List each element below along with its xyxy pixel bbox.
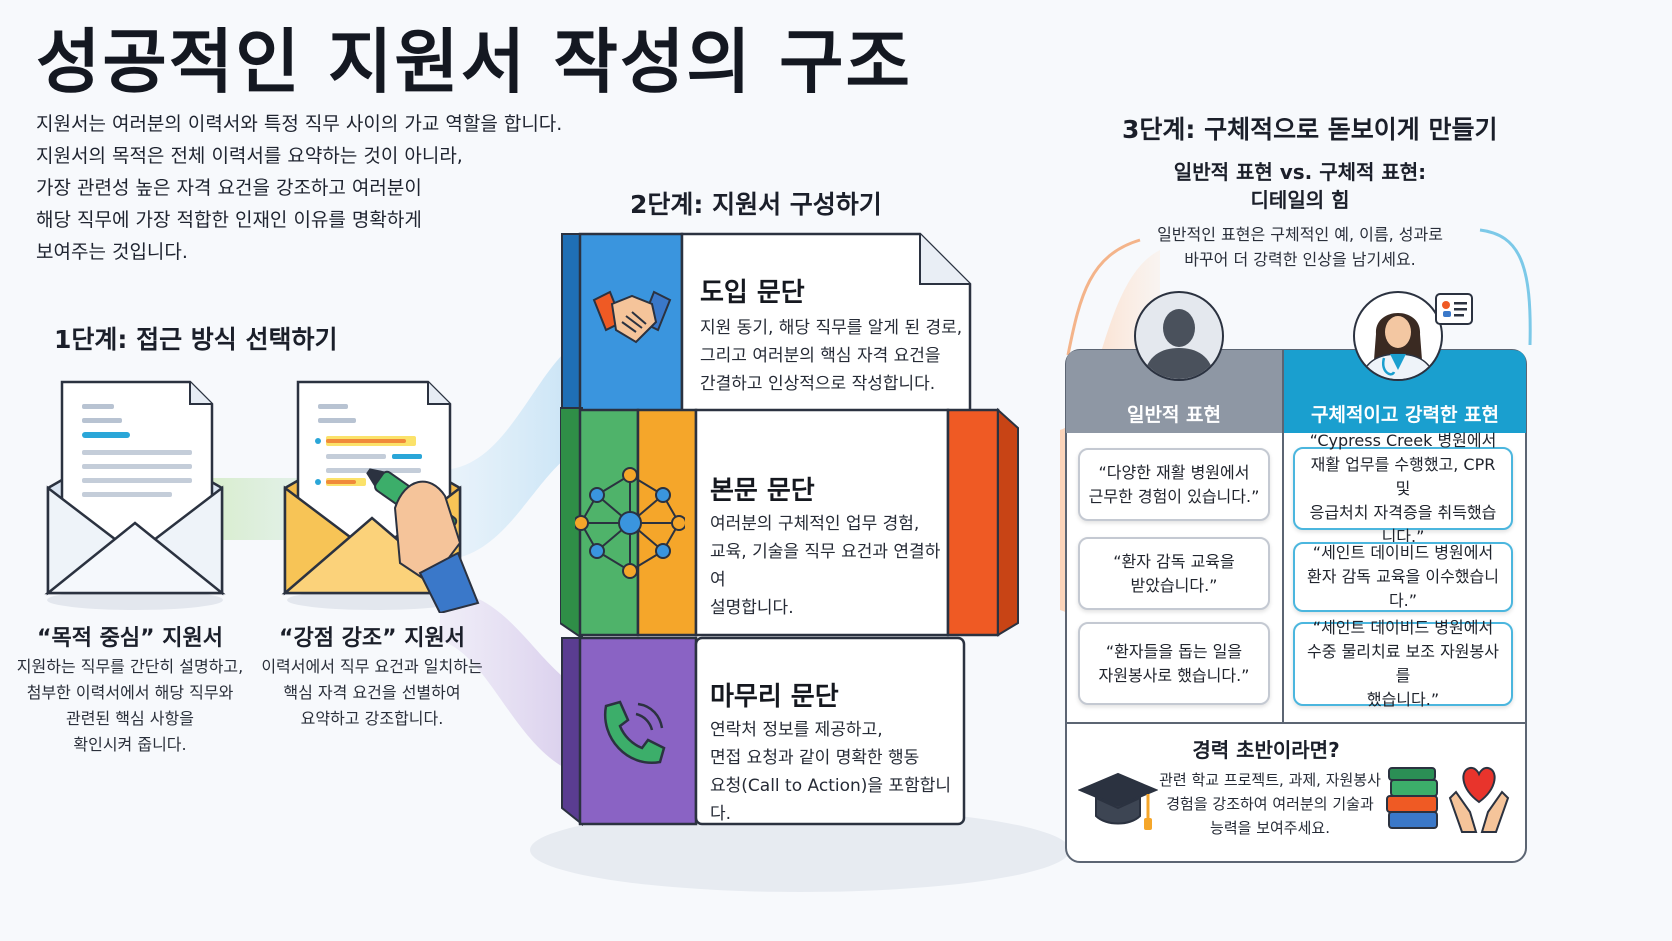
step3-heading: 3단계: 구체적으로 돋보이게 만들기 (1122, 115, 1498, 144)
para-desc-line: 요청(Call to Action)을 포함합니다. (710, 776, 951, 824)
quote-line: 했습니다.” (1366, 690, 1440, 709)
body-paragraph-desc: 여러분의 구체적인 업무 경험, 교육, 기술을 직무 요건과 연결하여 설명합… (710, 510, 950, 622)
quote-line: 응급처치 자격증을 취득했습니다.” (1309, 502, 1497, 546)
page-title: 성공적인 지원서 작성의 구조 (36, 21, 912, 103)
intro-line: 지원서는 여러분의 이력서와 특정 직무 사이의 가교 역할을 합니다. (36, 113, 563, 135)
step3-subheading: 일반적 표현 vs. 구체적 표현: 디테일의 힘 (1120, 158, 1480, 214)
option-desc-line: 요약하고 강조합니다. (300, 709, 444, 728)
intro-line: 가장 관련성 높은 자격 요건을 강조하고 여러분이 (36, 177, 422, 199)
quote-line: 근무한 경험이 있습니다.” (1088, 486, 1260, 506)
subheading-line: 일반적 표현 vs. 구체적 표현: (1173, 160, 1427, 184)
body-paragraph-title: 본문 문단 (710, 476, 815, 506)
para-desc-line: 여러분의 구체적인 업무 경험, (710, 514, 920, 534)
option-desc-line: 지원하는 직무를 간단히 설명하고, (16, 657, 244, 676)
para-desc-line: 면접 요청과 같이 명확한 행동 (710, 748, 920, 768)
closing-paragraph-desc: 연락처 정보를 제공하고, 면접 요청과 같이 명확한 행동 요청(Call t… (710, 716, 960, 828)
professional-person-icon (1353, 291, 1473, 381)
step3-desc: 일반적인 표현은 구체적인 예, 이름, 성과로 바꾸어 더 강력한 인상을 남… (1110, 222, 1490, 272)
quote-line: 자원봉사로 했습니다.” (1098, 665, 1250, 685)
intro-line: 해당 직무에 가장 적합한 인재인 이유를 명확하게 (36, 209, 422, 231)
intro-paragraph-title: 도입 문단 (700, 278, 805, 308)
generic-column-header: 일반적 표현 (1126, 404, 1221, 426)
intro-paragraph-desc: 지원 동기, 해당 직무를 알게 된 경로, 그리고 여러분의 핵심 자격 요건… (700, 314, 970, 398)
step3-desc-line: 바꾸어 더 강력한 인상을 남기세요. (1184, 250, 1416, 269)
early-desc-line: 능력을 보여주세요. (1210, 819, 1330, 837)
para-desc-line: 간결하고 인상적으로 작성합니다. (700, 374, 936, 394)
quote-line: 환자 감독 교육을 이수했습니다.” (1307, 567, 1499, 610)
network-icon (575, 467, 685, 579)
step2-heading: 2단계: 지원서 구성하기 (630, 190, 882, 219)
quote-line: “환자 감독 교육을 (1113, 551, 1235, 571)
para-desc-line: 연락처 정보를 제공하고, (710, 720, 883, 740)
quote-line: 받았습니다.” (1130, 575, 1218, 595)
specific-column-header: 구체적이고 강력한 표현 (1310, 404, 1500, 426)
subheading-line: 디테일의 힘 (1250, 188, 1350, 212)
handshake-icon (592, 290, 672, 344)
early-career-title: 경력 초반이라면? (1192, 738, 1340, 762)
closing-paragraph-title: 마무리 문단 (710, 682, 839, 712)
option-desc-line: 첨부한 이력서에서 해당 직무와 (26, 683, 234, 702)
graduation-cap-icon (1078, 772, 1158, 830)
quote-line: “다양한 재활 병원에서 (1098, 462, 1250, 482)
option-desc-purpose: 지원하는 직무를 간단히 설명하고, 첨부한 이력서에서 해당 직무와 관련된 … (10, 654, 250, 758)
option-desc-line: 이력서에서 직무 요건과 일치하는 (261, 657, 483, 676)
para-desc-line: 설명합니다. (710, 598, 794, 618)
quote-line: “환자들을 돕는 일을 (1105, 641, 1243, 661)
option-desc-line: 핵심 자격 요건을 선별하여 (283, 683, 461, 702)
early-desc-line: 경험을 강조하여 여러분의 기술과 (1166, 795, 1374, 813)
heart-hands-icon (1448, 766, 1510, 833)
step3-desc-line: 일반적인 표현은 구체적인 예, 이름, 성과로 (1157, 225, 1443, 244)
early-desc-line: 관련 학교 프로젝트, 과제, 자원봉사 (1159, 771, 1381, 789)
phone-icon (603, 700, 666, 765)
option-title-strength: “강점 강조” 지원서 (279, 626, 465, 651)
step1-heading: 1단계: 접근 방식 선택하기 (54, 325, 338, 354)
quote-line: 수중 물리치료 보조 자원봉사를 (1307, 642, 1499, 685)
option-desc-line: 확인시켜 줍니다. (73, 735, 187, 754)
quote-line: “세인트 데이비드 병원에서 (1312, 543, 1494, 562)
generic-person-icon (1134, 291, 1224, 381)
intro-line: 지원서의 목적은 전체 이력서를 요약하는 것이 아니라, (36, 145, 463, 167)
para-desc-line: 지원 동기, 해당 직무를 알게 된 경로, (700, 318, 963, 338)
para-desc-line: 교육, 기술을 직무 요건과 연결하여 (710, 542, 941, 590)
quote-line: 재활 업무를 수행했고, CPR 및 (1310, 454, 1496, 498)
envelope-highlighter-icon (281, 380, 480, 613)
para-desc-line: 그리고 여러분의 핵심 자격 요건을 (700, 346, 941, 366)
books-icon (1386, 767, 1438, 829)
envelope-letter-icon (44, 380, 226, 610)
option-title-purpose: “목적 중심” 지원서 (37, 626, 223, 651)
quote-line: “세인트 데이비드 병원에서 (1312, 618, 1494, 637)
intro-line: 보여주는 것입니다. (36, 241, 188, 263)
option-desc-strength: 이력서에서 직무 요건과 일치하는 핵심 자격 요건을 선별하여 요약하고 강조… (252, 654, 492, 732)
quote-line: “Cypress Creek 병원에서 (1309, 430, 1497, 450)
early-career-desc: 관련 학교 프로젝트, 과제, 자원봉사 경험을 강조하여 여러분의 기술과 능… (1155, 768, 1385, 840)
paragraph-blocks (560, 232, 1019, 827)
option-desc-line: 관련된 핵심 사항을 (66, 709, 194, 728)
